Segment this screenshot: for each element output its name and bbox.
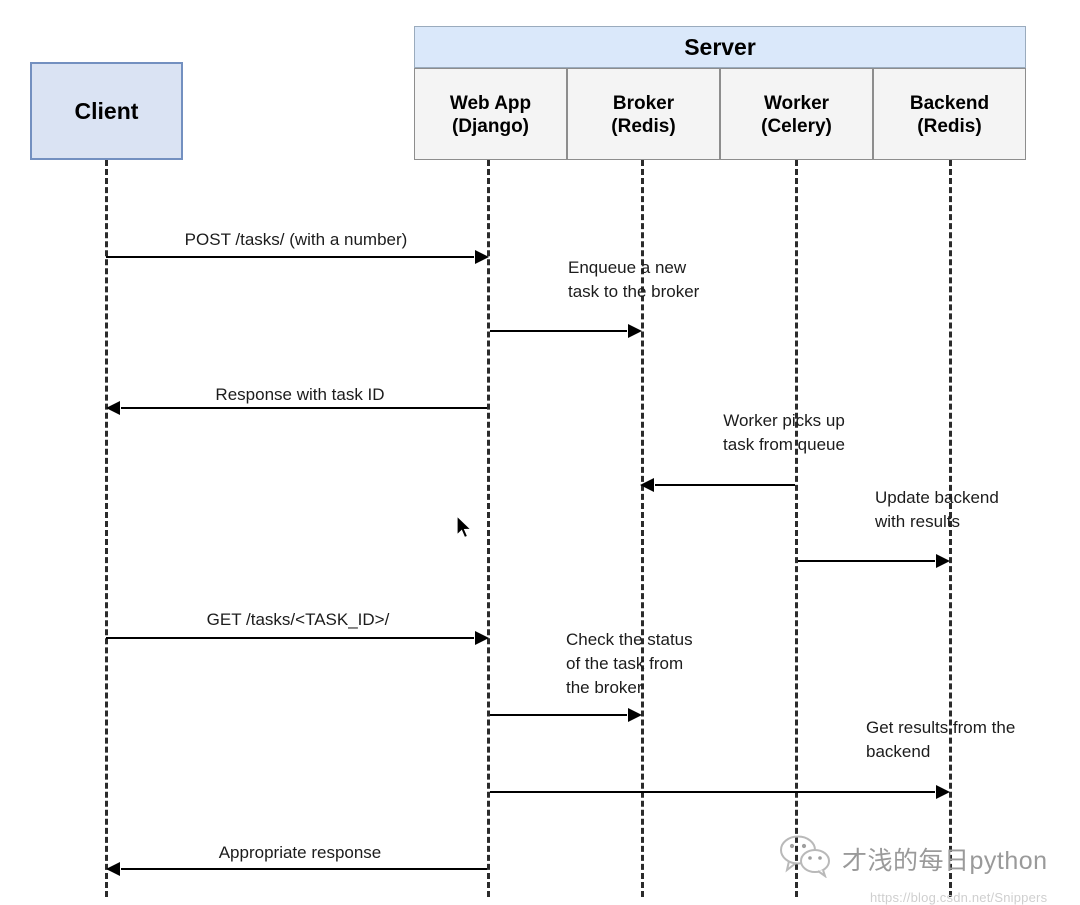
note-worker-pickup: Worker picks up task from queue — [723, 411, 845, 455]
participant-broker-tech: (Redis) — [611, 116, 676, 137]
participant-backend: Backend (Redis) — [873, 68, 1026, 160]
message-arrow-worker-pickup — [655, 484, 795, 486]
server-label: Server — [684, 33, 756, 60]
lifeline-broker — [641, 160, 644, 897]
lifeline-backend — [949, 160, 952, 897]
watermark: 才浅的每日python https://blog.csdn.net/Snippe… — [778, 834, 1078, 905]
participant-web-app-tech: (Django) — [451, 116, 530, 137]
message-arrow-get-task-status — [106, 637, 474, 639]
lifeline-web-app — [487, 160, 490, 897]
watermark-account: 才浅的每日python — [842, 846, 1048, 875]
note-update-backend: Update backend with results — [875, 488, 999, 532]
message-arrow-response-task-id — [121, 407, 487, 409]
message-arrow-enqueue-task — [490, 330, 627, 332]
note-get-results: Get results from the backend — [866, 718, 1016, 762]
lifeline-client — [105, 160, 108, 897]
participant-broker: Broker (Redis) — [567, 68, 720, 160]
wechat-icon — [778, 834, 834, 883]
participant-worker-tech: (Celery) — [761, 116, 832, 137]
message-arrow-get-results — [490, 791, 935, 793]
message-arrow-check-status — [490, 714, 627, 716]
note-enqueue-task: Enqueue a new task to the broker — [568, 258, 700, 302]
client-label: Client — [74, 97, 139, 124]
participant-client: Client — [30, 62, 183, 160]
message-label-post-tasks: POST /tasks/ (with a number) — [184, 230, 408, 249]
server-group-header: Server — [414, 26, 1026, 68]
message-arrow-appropriate-response — [121, 868, 487, 870]
message-arrow-post-tasks — [106, 256, 474, 258]
message-label-response-task-id: Response with task ID — [215, 385, 385, 404]
lifeline-worker — [795, 160, 798, 897]
participant-web-app-name: Web App — [449, 92, 532, 114]
watermark-url: https://blog.csdn.net/Snippers — [870, 890, 1048, 905]
participant-web-app: Web App (Django) — [414, 68, 567, 160]
note-check-status: Check the status of the task from the br… — [566, 630, 693, 698]
message-label-get-task-status: GET /tasks/<TASK_ID>/ — [206, 610, 390, 629]
message-label-appropriate-response: Appropriate response — [218, 843, 382, 862]
participant-worker: Worker (Celery) — [720, 68, 873, 160]
participant-worker-name: Worker — [763, 92, 830, 114]
participant-broker-name: Broker — [612, 92, 675, 114]
message-arrow-update-backend — [798, 560, 935, 562]
participant-backend-tech: (Redis) — [917, 116, 982, 137]
participant-backend-name: Backend — [909, 92, 990, 114]
mouse-cursor-icon — [456, 514, 474, 541]
